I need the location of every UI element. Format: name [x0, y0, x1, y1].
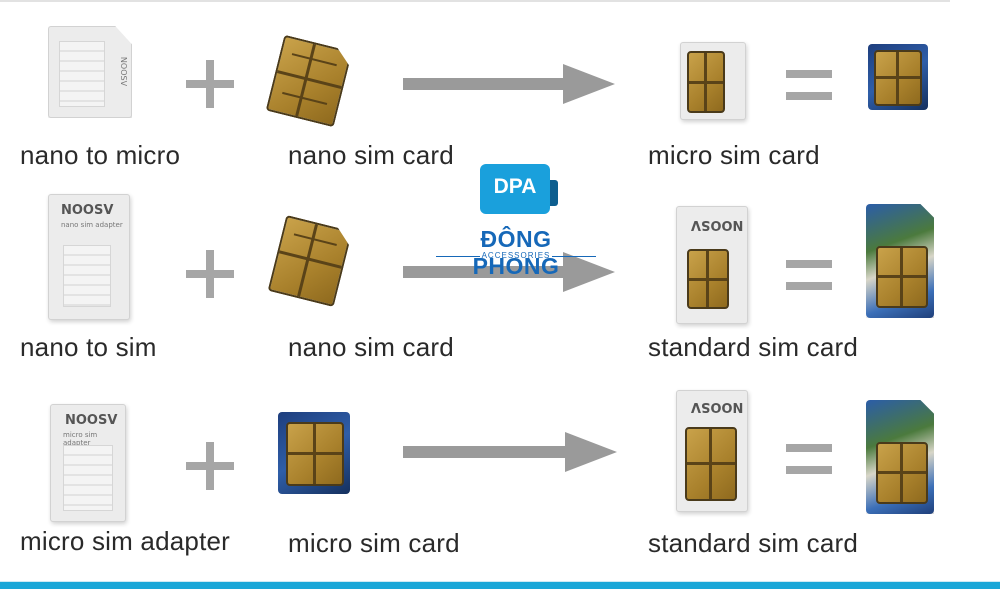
nano-sim-chip-row2: [268, 215, 353, 307]
logo-tagline: ACCESSORIES: [434, 251, 598, 260]
bottom-divider-light: [0, 581, 1000, 582]
input-label-row2: nano sim card: [288, 332, 454, 362]
input-label-row1: nano sim card: [288, 140, 454, 170]
equals-sign-row1: [786, 70, 832, 100]
adapter-rotated-brand: NOOSV: [691, 399, 744, 414]
plus-sign-row2: [186, 250, 234, 298]
equals-sign-row2: [786, 260, 832, 290]
adapter-brand-text: NOOSV: [65, 413, 118, 428]
equals-sign-row3: [786, 444, 832, 474]
nano-to-micro-adapter-image: NOOSV: [48, 26, 132, 118]
adapter-slot: [63, 445, 113, 511]
bottom-accent-bar: [0, 582, 1000, 589]
micro-sim-card-row3: [278, 412, 350, 494]
adapter-side-text: NOOSV: [119, 56, 129, 87]
adapter-slot: [63, 245, 111, 307]
sim-adapter-with-micro-image: NOOSV: [676, 390, 748, 512]
top-divider: [0, 0, 950, 2]
adapter-sub-text: micro sim adapter: [63, 431, 98, 447]
micro-sim-adapter-image: NOOSV micro sim adapter: [50, 404, 126, 522]
micro-sim-card-row1: [868, 44, 928, 110]
standard-sim-card-row2: [866, 204, 934, 318]
logo-badge: DPA: [480, 164, 558, 214]
micro-adapter-with-nano-image: [680, 42, 746, 120]
adapter-brand-text: NOOSV: [61, 203, 114, 218]
adapter-rotated-brand: NOOSV: [691, 217, 744, 232]
adapter-label-row1: nano to micro: [20, 140, 181, 170]
nano-to-sim-adapter-image: NOOSV nano sim adapter: [48, 194, 130, 320]
adapter-label-row2: nano to sim: [20, 332, 157, 362]
result-label-row1: micro sim card: [648, 140, 820, 170]
arrow-row2: [403, 252, 615, 292]
nano-sim-chip-row1: [266, 35, 353, 128]
result-label-row3: standard sim card: [648, 528, 859, 558]
result-label-row2: standard sim card: [648, 332, 859, 362]
arrow-row1: [403, 64, 615, 104]
adapter-sub-text: nano sim adapter: [61, 221, 123, 229]
plus-sign-row1: [186, 60, 234, 108]
dpa-logo: DPA ĐÔNG PHONG ACCESSORIES: [434, 164, 598, 279]
standard-sim-card-row3: [866, 400, 934, 514]
sim-adapter-with-nano-image: NOOSV: [676, 206, 748, 324]
plus-sign-row3: [186, 442, 234, 490]
adapter-slot: [59, 41, 105, 107]
adapter-label-row3: micro sim adapter: [20, 526, 231, 556]
input-label-row3: micro sim card: [288, 528, 460, 558]
arrow-row3: [403, 432, 617, 472]
logo-name: ĐÔNG PHONG: [472, 226, 560, 279]
